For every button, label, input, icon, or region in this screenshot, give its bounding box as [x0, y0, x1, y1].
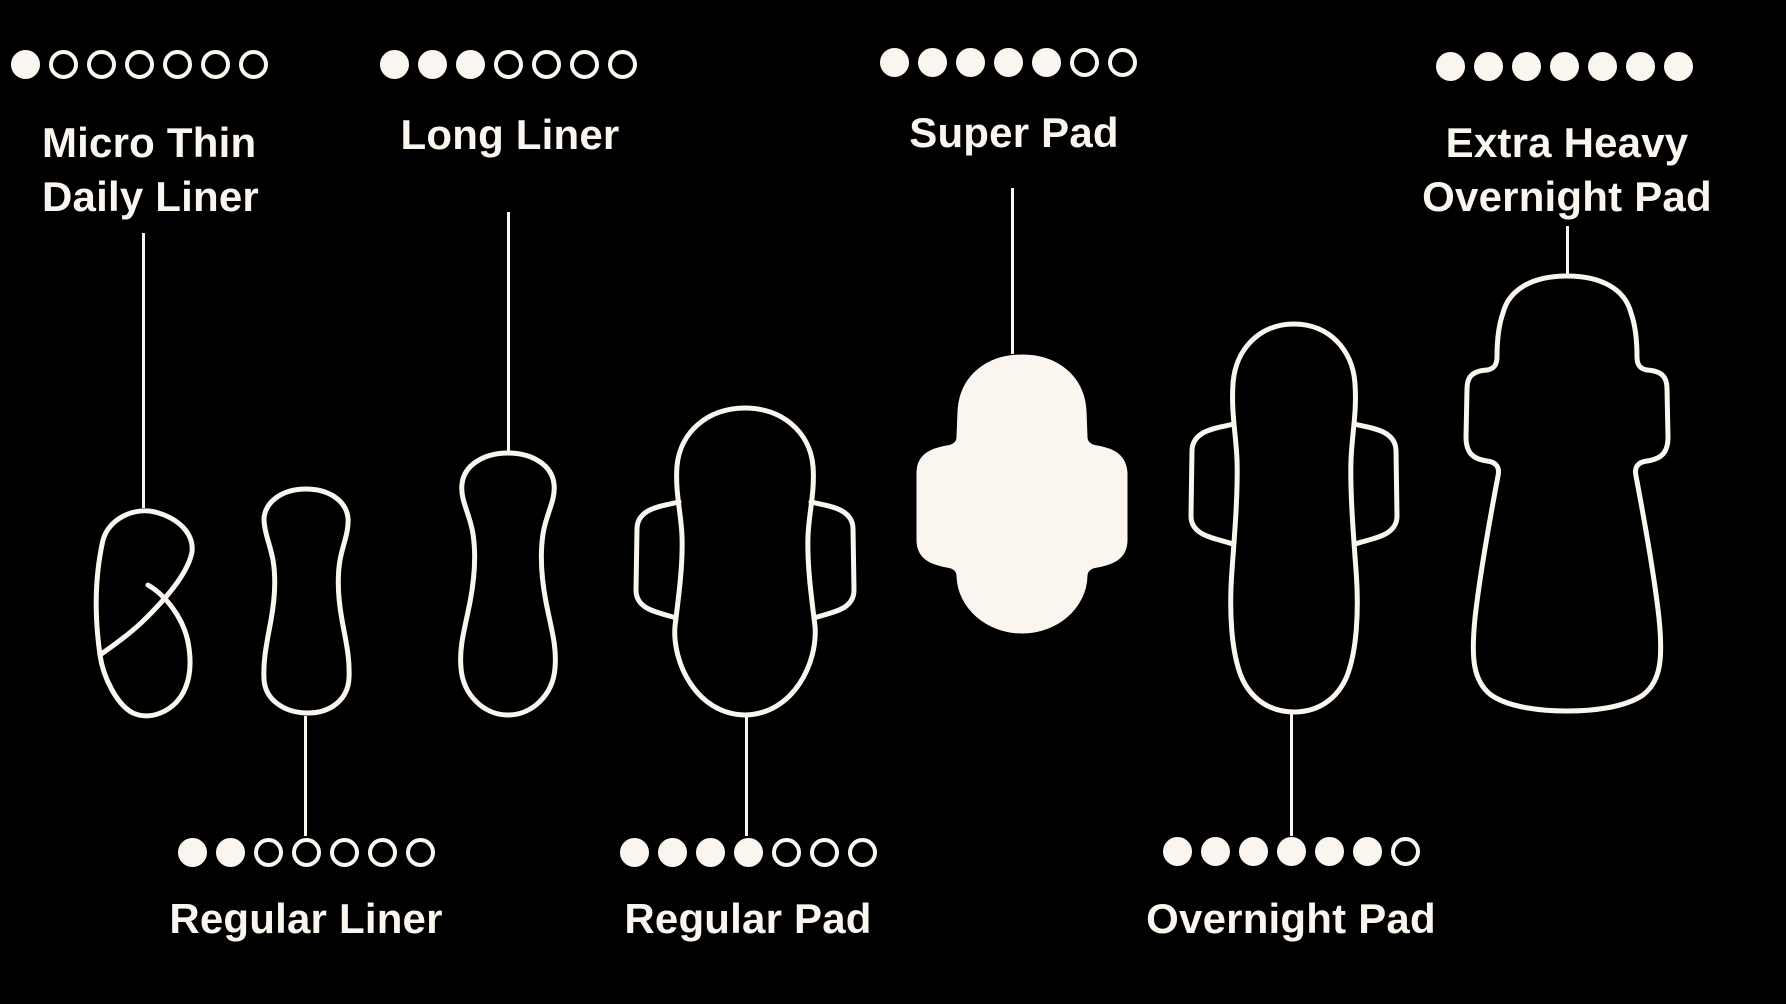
label-line: Regular Pad	[624, 895, 872, 942]
pad-shape-super-pad	[916, 354, 1128, 634]
label-line: Long Liner	[400, 111, 620, 158]
label-line: Overnight Pad	[1146, 895, 1436, 942]
filled-dot	[880, 48, 909, 77]
leader-line-super-pad	[1011, 188, 1014, 354]
empty-dot	[87, 50, 116, 79]
filled-dot	[1664, 52, 1693, 81]
label-line: Extra Heavy	[1445, 119, 1689, 166]
filled-dot	[1201, 837, 1230, 866]
absorbency-dots-long-liner	[380, 50, 637, 79]
empty-dot	[368, 838, 397, 867]
empty-dot	[532, 50, 561, 79]
filled-dot	[994, 48, 1023, 77]
filled-dot	[1032, 48, 1061, 77]
filled-dot	[1588, 52, 1617, 81]
filled-dot	[1550, 52, 1579, 81]
leader-line-extra-heavy-overnight-pad	[1566, 226, 1569, 274]
empty-dot	[239, 50, 268, 79]
filled-dot	[918, 48, 947, 77]
filled-dot	[418, 50, 447, 79]
empty-dot	[125, 50, 154, 79]
filled-dot	[1353, 837, 1382, 866]
filled-dot	[1239, 837, 1268, 866]
product-label-extra-heavy-overnight-pad: Extra Heavy Overnight Pad	[1367, 116, 1767, 224]
pad-shape-long-liner	[458, 450, 558, 718]
leader-line-micro-thin-daily-liner	[142, 233, 145, 508]
absorbency-dots-regular-pad	[620, 838, 877, 867]
leader-line-regular-pad	[745, 716, 748, 836]
pad-shape-regular-liner	[261, 486, 352, 716]
absorbency-dots-regular-liner	[178, 838, 435, 867]
label-line: Overnight Pad	[1422, 173, 1712, 220]
leader-line-overnight-pad	[1290, 714, 1293, 836]
filled-dot	[1474, 52, 1503, 81]
empty-dot	[330, 838, 359, 867]
empty-dot	[570, 50, 599, 79]
absorbency-dots-micro-thin-daily-liner	[11, 50, 268, 79]
filled-dot	[1315, 837, 1344, 866]
product-label-long-liner: Long Liner	[310, 108, 710, 162]
filled-dot	[1436, 52, 1465, 81]
product-label-micro-thin-daily-liner: Micro Thin Daily Liner	[42, 116, 259, 224]
filled-dot	[380, 50, 409, 79]
empty-dot	[1070, 48, 1099, 77]
pad-shape-extra-heavy-overnight-pad	[1463, 273, 1671, 714]
empty-dot	[163, 50, 192, 79]
filled-dot	[216, 838, 245, 867]
empty-dot	[494, 50, 523, 79]
filled-dot	[1626, 52, 1655, 81]
filled-dot	[178, 838, 207, 867]
empty-dot	[848, 838, 877, 867]
empty-dot	[608, 50, 637, 79]
leader-line-long-liner	[507, 212, 510, 452]
empty-dot	[1391, 837, 1420, 866]
product-label-regular-liner: Regular Liner	[106, 892, 506, 946]
absorbency-dots-overnight-pad	[1163, 837, 1420, 866]
absorbency-dots-extra-heavy-overnight-pad	[1436, 52, 1693, 81]
pad-shape-overnight-pad	[1188, 321, 1400, 715]
empty-dot	[772, 838, 801, 867]
filled-dot	[734, 838, 763, 867]
filled-dot	[620, 838, 649, 867]
product-label-super-pad: Super Pad	[814, 106, 1214, 160]
filled-dot	[956, 48, 985, 77]
empty-dot	[1108, 48, 1137, 77]
empty-dot	[201, 50, 230, 79]
pad-shape-micro-thin-daily-liner	[93, 508, 195, 719]
filled-dot	[11, 50, 40, 79]
label-line: Daily Liner	[42, 173, 259, 220]
label-line: Micro Thin	[42, 119, 257, 166]
empty-dot	[254, 838, 283, 867]
empty-dot	[292, 838, 321, 867]
empty-dot	[406, 838, 435, 867]
filled-dot	[456, 50, 485, 79]
label-line: Regular Liner	[169, 895, 443, 942]
filled-dot	[658, 838, 687, 867]
pad-shape-regular-pad	[633, 405, 857, 718]
absorbency-dots-super-pad	[880, 48, 1137, 77]
label-line: Super Pad	[909, 109, 1119, 156]
filled-dot	[1512, 52, 1541, 81]
filled-dot	[1163, 837, 1192, 866]
product-label-regular-pad: Regular Pad	[548, 892, 948, 946]
product-label-overnight-pad: Overnight Pad	[1091, 892, 1491, 946]
filled-dot	[1277, 837, 1306, 866]
filled-dot	[696, 838, 725, 867]
empty-dot	[810, 838, 839, 867]
empty-dot	[49, 50, 78, 79]
leader-line-regular-liner	[304, 716, 307, 836]
